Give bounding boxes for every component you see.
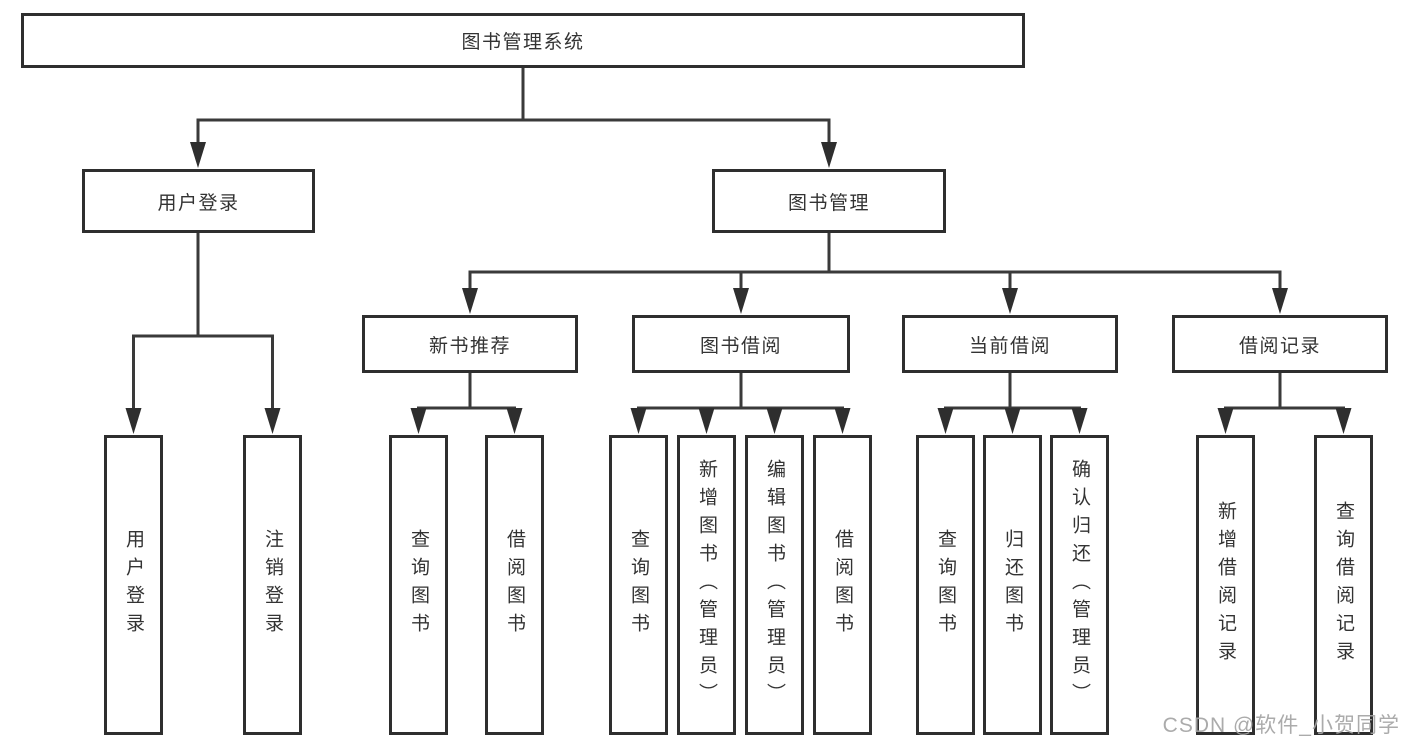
leaf-query-borrow-record: 查询借阅记录 xyxy=(1314,435,1373,735)
leaf-edit-book-admin: 编辑图书（管理员） xyxy=(745,435,804,735)
leaf-borrow-books: 借阅图书 xyxy=(813,435,872,735)
node-current-borrow: 当前借阅 xyxy=(902,315,1118,373)
leaf-query-books-borrow: 查询图书 xyxy=(609,435,668,735)
node-borrow-records: 借阅记录 xyxy=(1172,315,1388,373)
node-user-login: 用户登录 xyxy=(82,169,315,233)
node-book-borrow: 图书借阅 xyxy=(632,315,850,373)
node-library-system: 图书管理系统 xyxy=(21,13,1025,68)
leaf-query-books-recommend: 查询图书 xyxy=(389,435,448,735)
leaf-user-login: 用户登录 xyxy=(104,435,163,735)
node-book-management: 图书管理 xyxy=(712,169,946,233)
leaf-return-books: 归还图书 xyxy=(983,435,1042,735)
csdn-watermark: CSDN @软件_小贺同学 xyxy=(1162,714,1400,737)
node-new-book-recommend: 新书推荐 xyxy=(362,315,578,373)
leaf-add-borrow-record: 新增借阅记录 xyxy=(1196,435,1255,735)
leaf-query-books-current: 查询图书 xyxy=(916,435,975,735)
leaf-confirm-return-admin: 确认归还（管理员） xyxy=(1050,435,1109,735)
leaf-logout: 注销登录 xyxy=(243,435,302,735)
leaf-add-book-admin: 新增图书（管理员） xyxy=(677,435,736,735)
leaf-borrow-books-recommend: 借阅图书 xyxy=(485,435,544,735)
arrowheads xyxy=(125,142,1352,434)
